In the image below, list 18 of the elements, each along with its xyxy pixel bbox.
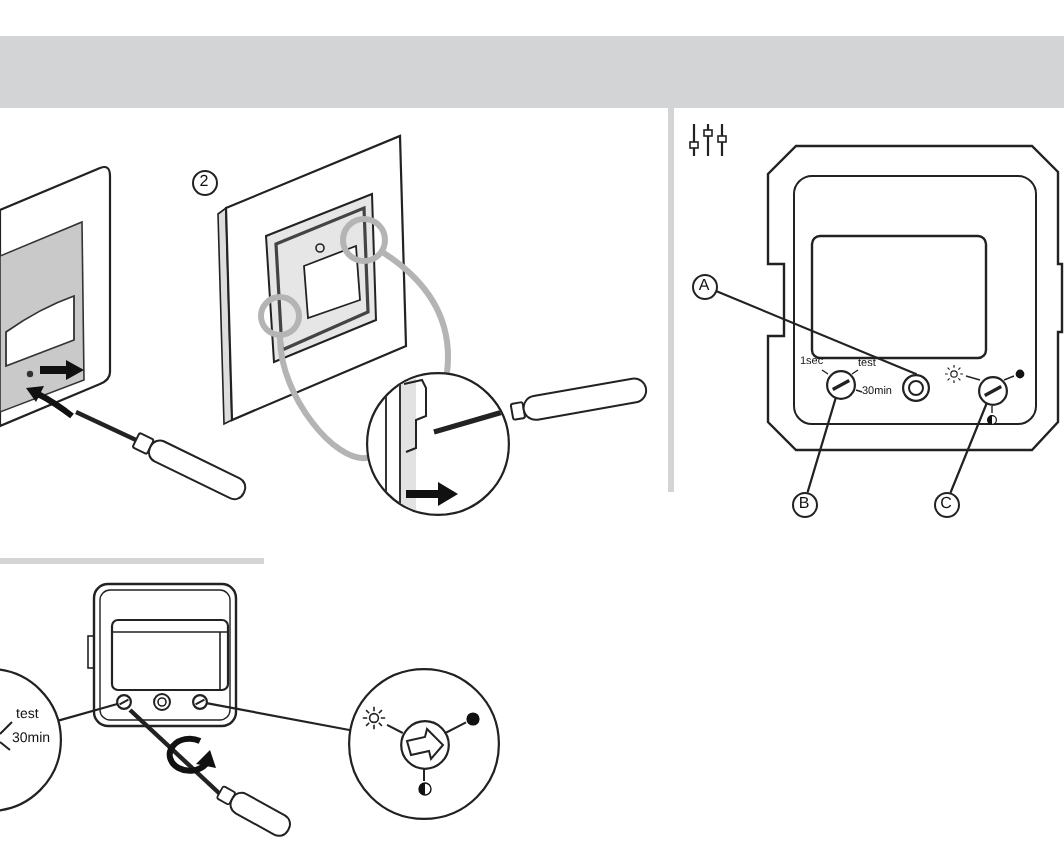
adjustment-knob (116, 694, 132, 710)
detail-magnifier (0, 668, 62, 812)
callout-line (277, 335, 371, 461)
leader-line (714, 289, 918, 376)
step-number: 2 (191, 169, 217, 195)
detail-magnifier (366, 372, 510, 516)
leader-line (949, 402, 988, 494)
callout-letter: A (691, 273, 717, 299)
leader-line (58, 703, 118, 722)
callout-letter: B (791, 491, 817, 517)
highlight-ring (340, 216, 388, 264)
highlight-ring (258, 294, 302, 338)
detail-magnifier (348, 668, 500, 820)
leader-line (806, 397, 837, 493)
callout-line (381, 250, 451, 376)
callout-letter: C (933, 491, 959, 517)
adjustment-knob (192, 694, 208, 710)
leader-line (206, 702, 351, 732)
